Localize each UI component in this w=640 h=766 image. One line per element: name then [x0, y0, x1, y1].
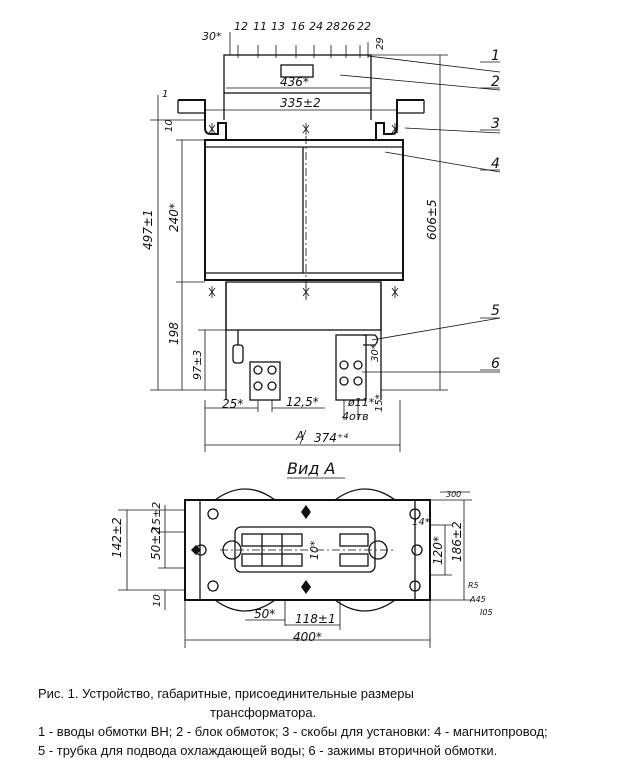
- dim-142: 142±2: [110, 517, 124, 558]
- dim-12-5: 12,5*: [286, 395, 319, 409]
- figure-caption: Рис. 1. Устройство, габаритные, присоеди…: [38, 684, 638, 760]
- leader-label-1: 1: [491, 48, 500, 64]
- dim-50-star: 50*: [254, 607, 275, 621]
- caption-line-1: Рис. 1. Устройство, габаритные, присоеди…: [38, 686, 414, 701]
- dim-1: 1: [162, 89, 168, 100]
- dim-15: 15*: [374, 394, 385, 412]
- winding-block-top: [223, 54, 372, 94]
- terminal-num-16: 16: [291, 20, 305, 33]
- dim-10: 10: [164, 119, 175, 132]
- coil-top-left: [214, 488, 276, 501]
- dim-186: 186±2: [450, 521, 464, 562]
- terminal-num-22: 22: [357, 20, 371, 33]
- dim-hole-11: ø11*: [347, 396, 375, 409]
- hv-terminals: [229, 32, 369, 58]
- secondary-terminal-right: [335, 334, 367, 401]
- leader-label-3: 3: [491, 116, 500, 132]
- margin-note-r5: R5: [468, 581, 479, 590]
- caption-line-3: 1 - вводы обмотки ВН; 2 - блок обмоток; …: [38, 724, 548, 739]
- dim-97: 97±3: [191, 350, 204, 380]
- leader-lines: [339, 55, 501, 373]
- margin-note-i05: I05: [480, 608, 493, 617]
- dim-300: 300: [446, 490, 461, 499]
- coil-top-right: [334, 488, 396, 501]
- dim-198: 198: [167, 322, 181, 345]
- dim-497: 497±1: [141, 209, 155, 250]
- leader-label-4: 4: [491, 156, 500, 172]
- dim-335: 335±2: [280, 96, 321, 110]
- fastener-marks-top: [208, 123, 399, 135]
- coil-bottom-left: [214, 599, 276, 612]
- dim-120: 120*: [431, 536, 445, 565]
- margin-note-a45: A45: [469, 595, 486, 604]
- nameplate: [280, 64, 314, 78]
- dim-374: 374⁺⁴: [314, 431, 348, 445]
- magnetic-core: [204, 139, 404, 281]
- terminal-num-28: 28: [326, 20, 340, 33]
- leader-label-6: 6: [491, 356, 500, 372]
- mounting-bracket-left: [178, 99, 227, 140]
- dim-400: 400*: [293, 630, 322, 644]
- dim-436: 436*: [280, 75, 309, 89]
- terminal-num-24: 24: [309, 20, 323, 33]
- bottom-view-dim-lines: [118, 491, 472, 648]
- fastener-marks-bottom: [208, 286, 399, 298]
- transformer-drawing: 30* 12 11 13 16 24 28 26 22 29 436* 335±…: [110, 20, 501, 648]
- dim-4-holes: 4отв: [342, 410, 369, 423]
- view-title: Вид А: [287, 459, 335, 478]
- dim-118: 118±1: [295, 612, 336, 626]
- view-arrow-a: A: [295, 429, 304, 443]
- terminal-num-12: 12: [234, 20, 248, 33]
- dim-606: 606±5: [425, 199, 439, 240]
- mounting-bracket-right: [375, 99, 424, 140]
- vertical-dimension-right: [371, 54, 448, 391]
- caption-line-4: 5 - трубка для подвода охлаждающей воды;…: [38, 743, 498, 758]
- coil-bottom-right: [334, 599, 396, 612]
- terminal-num-11: 11: [253, 20, 267, 33]
- dim-10-star: 10*: [308, 540, 321, 560]
- leader-label-2: 2: [491, 74, 500, 90]
- dim-240: 240*: [167, 203, 181, 232]
- dim-25: 25*: [222, 397, 243, 411]
- dim-top-30: 30*: [202, 30, 222, 43]
- dim-10-bottom: 10: [152, 594, 163, 607]
- horizontal-dimensions-bottom: [204, 400, 401, 452]
- terminal-bar: [220, 526, 395, 573]
- diamond-marks: [191, 505, 311, 594]
- caption-line-2: трансформатора.: [210, 705, 317, 720]
- terminal-num-26: 26: [341, 20, 355, 33]
- dim-29: 29: [375, 37, 386, 50]
- dim-30: 30*: [370, 344, 381, 362]
- water-tube: [232, 330, 379, 364]
- secondary-terminal-left: [249, 361, 281, 401]
- dim-15-2: 15±2: [150, 502, 163, 532]
- dim-50: 50±2: [149, 527, 163, 560]
- vertical-dimensions-left: [150, 95, 226, 391]
- terminal-num-13: 13: [271, 20, 285, 33]
- dim-14: 14*: [412, 517, 430, 528]
- leader-label-5: 5: [491, 303, 500, 319]
